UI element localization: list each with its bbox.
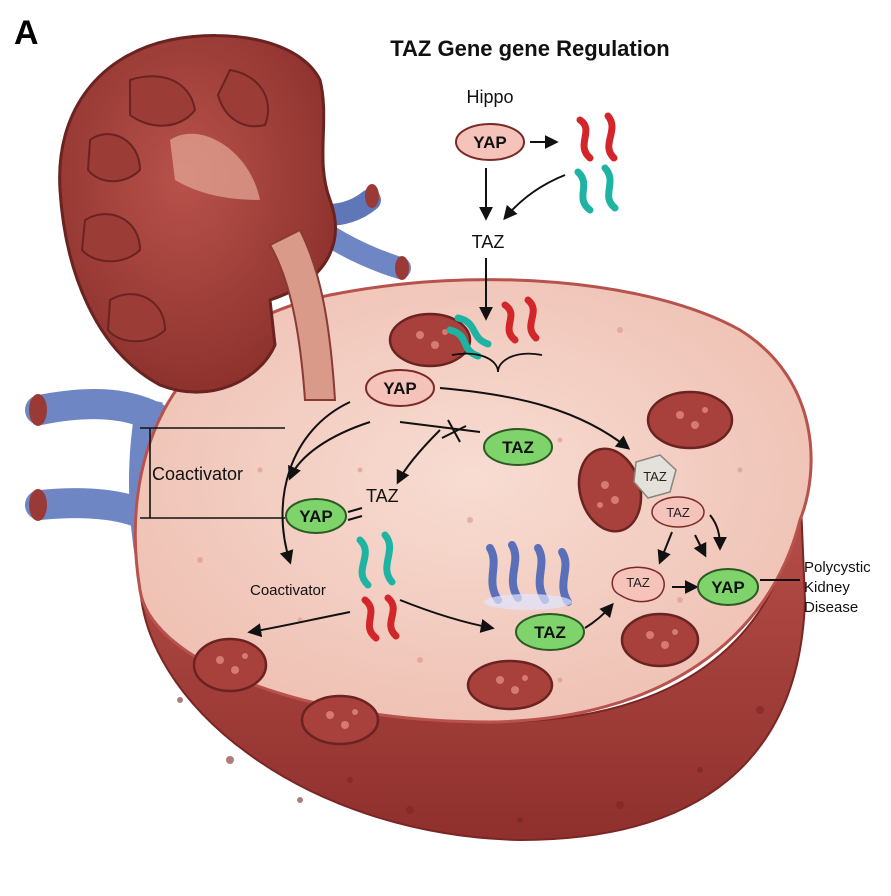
label-taz-mid: TAZ: [366, 486, 399, 506]
label-coactivator-center: Coactivator: [250, 582, 326, 599]
svg-text:TAZ: TAZ: [643, 469, 667, 484]
svg-text:YAP: YAP: [711, 578, 744, 597]
blue-strand-base: [484, 594, 572, 610]
svg-text:YAP: YAP: [473, 133, 506, 152]
tissue-side-spots: [177, 697, 764, 823]
tissue-speckles: [197, 327, 743, 683]
node-taz-pink-lower: TAZ: [611, 566, 665, 603]
strands-center: [356, 531, 400, 642]
label-disease-line1: Polycystic: [804, 559, 871, 576]
strands-top-teal: [574, 164, 619, 214]
node-taz-pink-upper: TAZ: [651, 496, 705, 528]
node-taz-grey: TAZ: [633, 454, 677, 499]
label-disease-line3: Disease: [804, 599, 858, 616]
node-yap-green-left: YAP: [285, 498, 347, 534]
label-hippo: Hippo: [466, 87, 513, 107]
yap-taz-bind-line-2: [347, 515, 363, 521]
kidney: [58, 34, 337, 401]
svg-text:TAZ: TAZ: [666, 505, 690, 520]
membrane-brace: [451, 352, 543, 373]
node-yap-cell: YAP: [365, 369, 435, 407]
svg-text:TAZ: TAZ: [626, 575, 650, 590]
arrows: [247, 135, 800, 638]
node-yap-top: YAP: [455, 123, 525, 161]
node-taz-green-upper: TAZ: [483, 428, 553, 466]
yap-taz-bind-line-1: [347, 507, 363, 513]
coactivator-bracket: [140, 427, 285, 519]
label-coactivator-left: Coactivator: [152, 464, 243, 484]
label-disease-line2: Kidney: [804, 579, 850, 596]
svg-text:YAP: YAP: [383, 379, 416, 398]
strands-top-red: [576, 112, 618, 162]
diagram-title: TAZ Gene gene Regulation: [390, 36, 670, 61]
cell-oval-dots: [216, 329, 708, 729]
panel-label: A: [14, 14, 39, 52]
svg-text:TAZ: TAZ: [534, 623, 566, 642]
label-taz-top: TAZ: [472, 232, 505, 252]
svg-text:YAP: YAP: [299, 507, 332, 526]
node-taz-green-lower: TAZ: [515, 613, 585, 651]
svg-text:TAZ: TAZ: [502, 438, 534, 457]
node-yap-green-right: YAP: [697, 568, 759, 606]
